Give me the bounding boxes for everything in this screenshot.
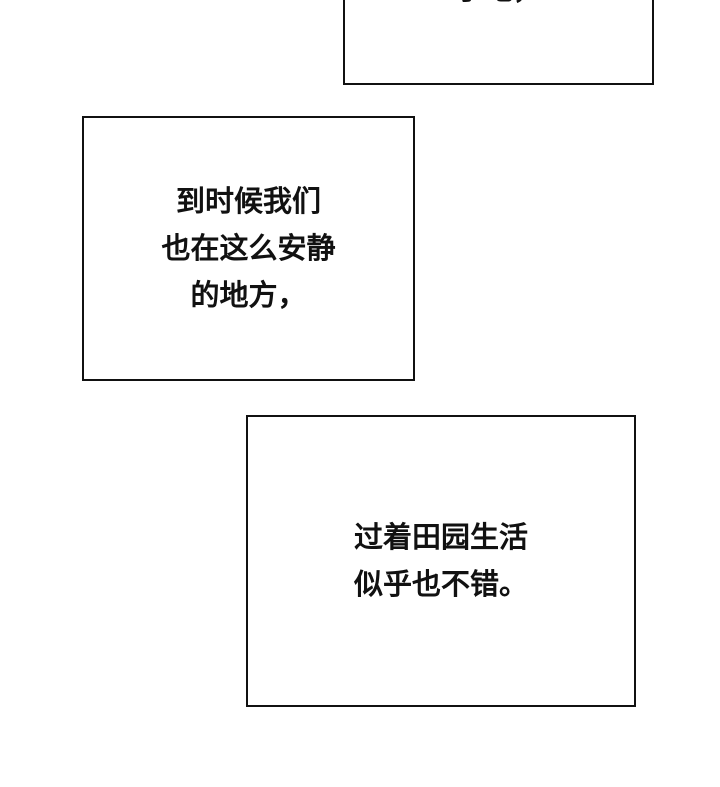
speech-text: 过着田园生活 似乎也不错。 [353, 520, 528, 601]
speech-box-top-partial: 了吧， [343, 0, 654, 85]
speech-box-right: 过着田园生活 似乎也不错。 [246, 415, 636, 707]
speech-text: 了吧， [345, 0, 652, 13]
speech-box-left: 到时候我们 也在这么安静 的地方， [82, 116, 415, 381]
speech-text: 到时候我们 也在这么安静 的地方， [161, 184, 336, 312]
